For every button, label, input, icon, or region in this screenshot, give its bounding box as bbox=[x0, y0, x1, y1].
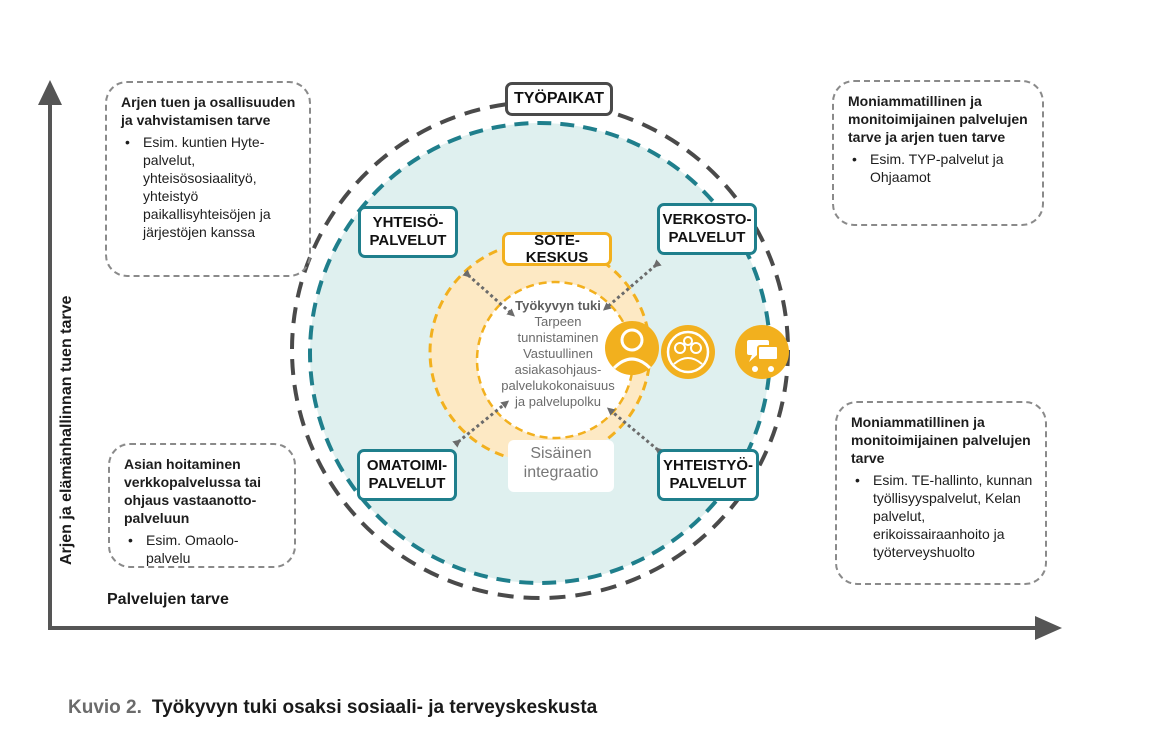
note-bottom-left: Asian hoitaminen verkkopalvelussa tai oh… bbox=[108, 443, 296, 568]
note-bullet: Esim. TYP-palvelut ja Ohjaamot bbox=[848, 150, 1030, 186]
chat-icon bbox=[735, 325, 789, 379]
inner-content: Työkyvyn tuki Tarpeen tunnistaminen Vast… bbox=[478, 298, 638, 410]
note-bottom-right: Moniammatillinen ja monitoimijainen palv… bbox=[835, 401, 1047, 585]
axes bbox=[38, 80, 1062, 640]
x-axis-arrowhead bbox=[1035, 616, 1062, 640]
caption-number: Kuvio 2. bbox=[68, 697, 142, 718]
group-icon bbox=[661, 325, 715, 379]
note-top-left: Arjen tuen ja osallisuuden ja vahvistami… bbox=[105, 81, 311, 277]
caption-title: Työkyvyn tuki osaksi sosiaali- ja tervey… bbox=[151, 697, 598, 718]
person-icon bbox=[605, 321, 659, 375]
note-heading: Asian hoitaminen verkkopalvelussa tai oh… bbox=[124, 456, 261, 526]
inner-title: Työkyvyn tuki bbox=[515, 298, 601, 313]
note-heading: Moniammatillinen ja monitoimijainen palv… bbox=[851, 414, 1031, 466]
workplaces-label: TYÖPAIKAT bbox=[505, 82, 613, 116]
connectors bbox=[452, 259, 664, 456]
figure-caption: Kuvio 2. Työkyvyn tuki osaksi sosiaali- j… bbox=[68, 697, 597, 719]
connector-top-left bbox=[462, 269, 515, 317]
inner-line: palvelukokonaisuus bbox=[501, 378, 615, 393]
sote-center-label: SOTE-KESKUS bbox=[502, 232, 612, 266]
network-services-box: VERKOSTO-PALVELUT bbox=[657, 203, 757, 255]
internal-integration-label: Sisäinen integraatio bbox=[508, 440, 614, 492]
note-bullet: Esim. Omaolo-palvelu bbox=[124, 531, 282, 567]
inner-line: ja palvelupolku bbox=[514, 394, 601, 409]
y-axis-label: Arjen ja elämänhallinnan tuen tarve bbox=[58, 295, 75, 565]
note-heading: Moniammatillinen ja monitoimijainen palv… bbox=[848, 93, 1028, 145]
y-axis-arrowhead bbox=[38, 80, 62, 105]
note-bullet: Esim. kuntien Hyte-palvelut, yhteisösosi… bbox=[121, 133, 297, 241]
inner-line: Vastuullinen asiakasohjaus- bbox=[514, 346, 602, 377]
community-services-box: YHTEISÖ-PALVELUT bbox=[358, 206, 458, 258]
connector-top-right bbox=[602, 259, 662, 311]
inner-line: Tarpeen bbox=[534, 314, 582, 329]
x-axis-label: Palvelujen tarve bbox=[107, 591, 229, 608]
note-heading: Arjen tuen ja osallisuuden ja vahvistami… bbox=[121, 94, 296, 128]
connector-bottom-right bbox=[606, 407, 664, 456]
inner-line: tunnistaminen bbox=[517, 330, 599, 345]
connector-bottom-left bbox=[452, 400, 510, 448]
self-service-box: OMATOIMI-PALVELUT bbox=[357, 449, 457, 501]
cooperation-services-box: YHTEISTYÖ-PALVELUT bbox=[657, 449, 759, 501]
white-core bbox=[477, 282, 633, 438]
note-bullet: Esim. TE-hallinto, kunnan työllisyyspalv… bbox=[851, 471, 1033, 561]
note-top-right: Moniammatillinen ja monitoimijainen palv… bbox=[832, 80, 1044, 226]
